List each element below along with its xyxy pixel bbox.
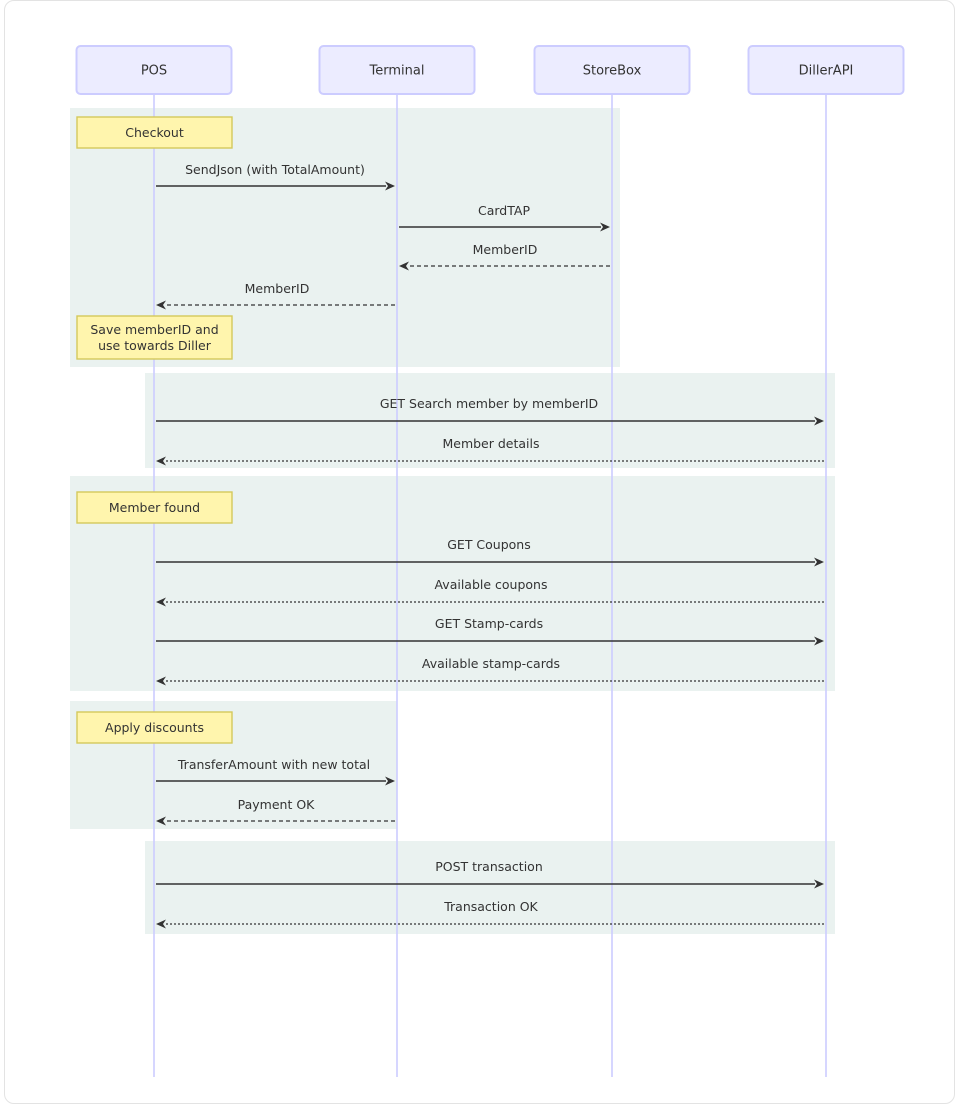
msg-sendjson-arrowhead xyxy=(385,181,395,191)
messages: SendJson (with TotalAmount) CardTAP Member… xyxy=(156,162,824,929)
note-member: Member found xyxy=(76,491,233,524)
msg-memberid-sb: MemberID xyxy=(399,242,610,271)
msg-trans-ok-arrowhead xyxy=(156,919,166,929)
participant-dillerapi[interactable]: DillerAPI xyxy=(747,45,905,95)
participant-label-terminal: Terminal xyxy=(369,64,425,79)
participant-box-storebox[interactable] xyxy=(533,45,691,95)
msg-sendjson: SendJson (with TotalAmount) xyxy=(156,162,395,191)
msg-cardtap-arrowhead xyxy=(600,222,610,232)
region-posting xyxy=(145,841,835,934)
msg-trans-ok-label: Transaction OK xyxy=(443,899,538,914)
note-save-box xyxy=(76,315,233,360)
participant-boxes: POS Terminal StoreBox DillerAPI xyxy=(75,45,905,95)
note-checkout: Checkout xyxy=(76,116,233,149)
lifelines xyxy=(153,94,827,1077)
msg-stamps-arrowhead xyxy=(156,676,166,686)
msg-memberid-pos: MemberID xyxy=(156,281,395,310)
msg-coupons-arrowhead xyxy=(156,597,166,607)
diagram-card: SendJson (with TotalAmount) CardTAP Member… xyxy=(4,0,955,1104)
msg-trans-ok: Transaction OK xyxy=(156,899,824,929)
participant-pos[interactable]: POS xyxy=(75,45,233,95)
msg-member-details-label: Member details xyxy=(442,436,539,451)
note-member-box xyxy=(76,491,233,524)
msg-transfer-arrowhead xyxy=(385,776,395,786)
msg-coupons-label: Available coupons xyxy=(434,577,547,592)
msg-sendjson-label: SendJson (with TotalAmount) xyxy=(185,162,365,177)
msg-transfer: TransferAmount with new total xyxy=(156,757,395,786)
msg-get-search-arrowhead xyxy=(814,416,824,426)
note-member-line-0: Member found xyxy=(109,500,200,515)
region-rectangles xyxy=(70,108,835,934)
msg-get-coupons-label: GET Coupons xyxy=(447,537,531,552)
note-save-line-0: Save memberID and xyxy=(90,322,218,337)
msg-memberid-sb-label: MemberID xyxy=(473,242,538,257)
msg-get-stamps: GET Stamp-cards xyxy=(156,616,824,646)
msg-get-search: GET Search member by memberID xyxy=(156,396,824,426)
msg-coupons: Available coupons xyxy=(156,577,824,607)
msg-cardtap-label: CardTAP xyxy=(478,203,530,218)
note-checkout-box xyxy=(76,116,233,149)
participant-storebox[interactable]: StoreBox xyxy=(533,45,691,95)
msg-member-details: Member details xyxy=(156,436,824,466)
msg-get-stamps-arrowhead xyxy=(814,636,824,646)
msg-memberid-pos-arrowhead xyxy=(156,300,166,310)
sequence-diagram-stage: SendJson (with TotalAmount) CardTAP Member… xyxy=(5,1,954,1103)
msg-memberid-sb-arrowhead xyxy=(399,261,409,271)
participant-terminal[interactable]: Terminal xyxy=(318,45,476,95)
msg-payment-ok: Payment OK xyxy=(156,797,395,826)
participant-label-dillerapi: DillerAPI xyxy=(799,64,854,79)
participant-label-pos: POS xyxy=(141,64,167,79)
msg-get-coupons-arrowhead xyxy=(814,557,824,567)
msg-transfer-label: TransferAmount with new total xyxy=(177,757,370,772)
note-checkout-line-0: Checkout xyxy=(125,125,184,140)
participant-box-dillerapi[interactable] xyxy=(747,45,905,95)
msg-memberid-pos-label: MemberID xyxy=(245,281,310,296)
msg-payment-ok-label: Payment OK xyxy=(238,797,316,812)
msg-get-search-label: GET Search member by memberID xyxy=(380,396,598,411)
msg-cardtap: CardTAP xyxy=(399,203,610,232)
note-save-line-1: use towards Diller xyxy=(98,338,212,353)
msg-post-trans: POST transaction xyxy=(156,859,824,889)
participant-box-terminal[interactable] xyxy=(318,45,476,95)
participant-label-storebox: StoreBox xyxy=(583,64,642,79)
note-discounts-line-0: Apply discounts xyxy=(105,720,204,735)
msg-stamps-label: Available stamp-cards xyxy=(422,656,560,671)
msg-member-details-arrowhead xyxy=(156,456,166,466)
msg-payment-ok-arrowhead xyxy=(156,816,166,826)
msg-get-coupons: GET Coupons xyxy=(156,537,824,567)
note-discounts: Apply discounts xyxy=(76,711,233,744)
msg-get-stamps-label: GET Stamp-cards xyxy=(435,616,543,631)
msg-post-trans-arrowhead xyxy=(814,879,824,889)
participant-box-pos[interactable] xyxy=(75,45,233,95)
msg-stamps: Available stamp-cards xyxy=(156,656,824,686)
note-discounts-box xyxy=(76,711,233,744)
msg-post-trans-label: POST transaction xyxy=(435,859,543,874)
sequence-diagram-svg: SendJson (with TotalAmount) CardTAP Member… xyxy=(70,45,905,1077)
